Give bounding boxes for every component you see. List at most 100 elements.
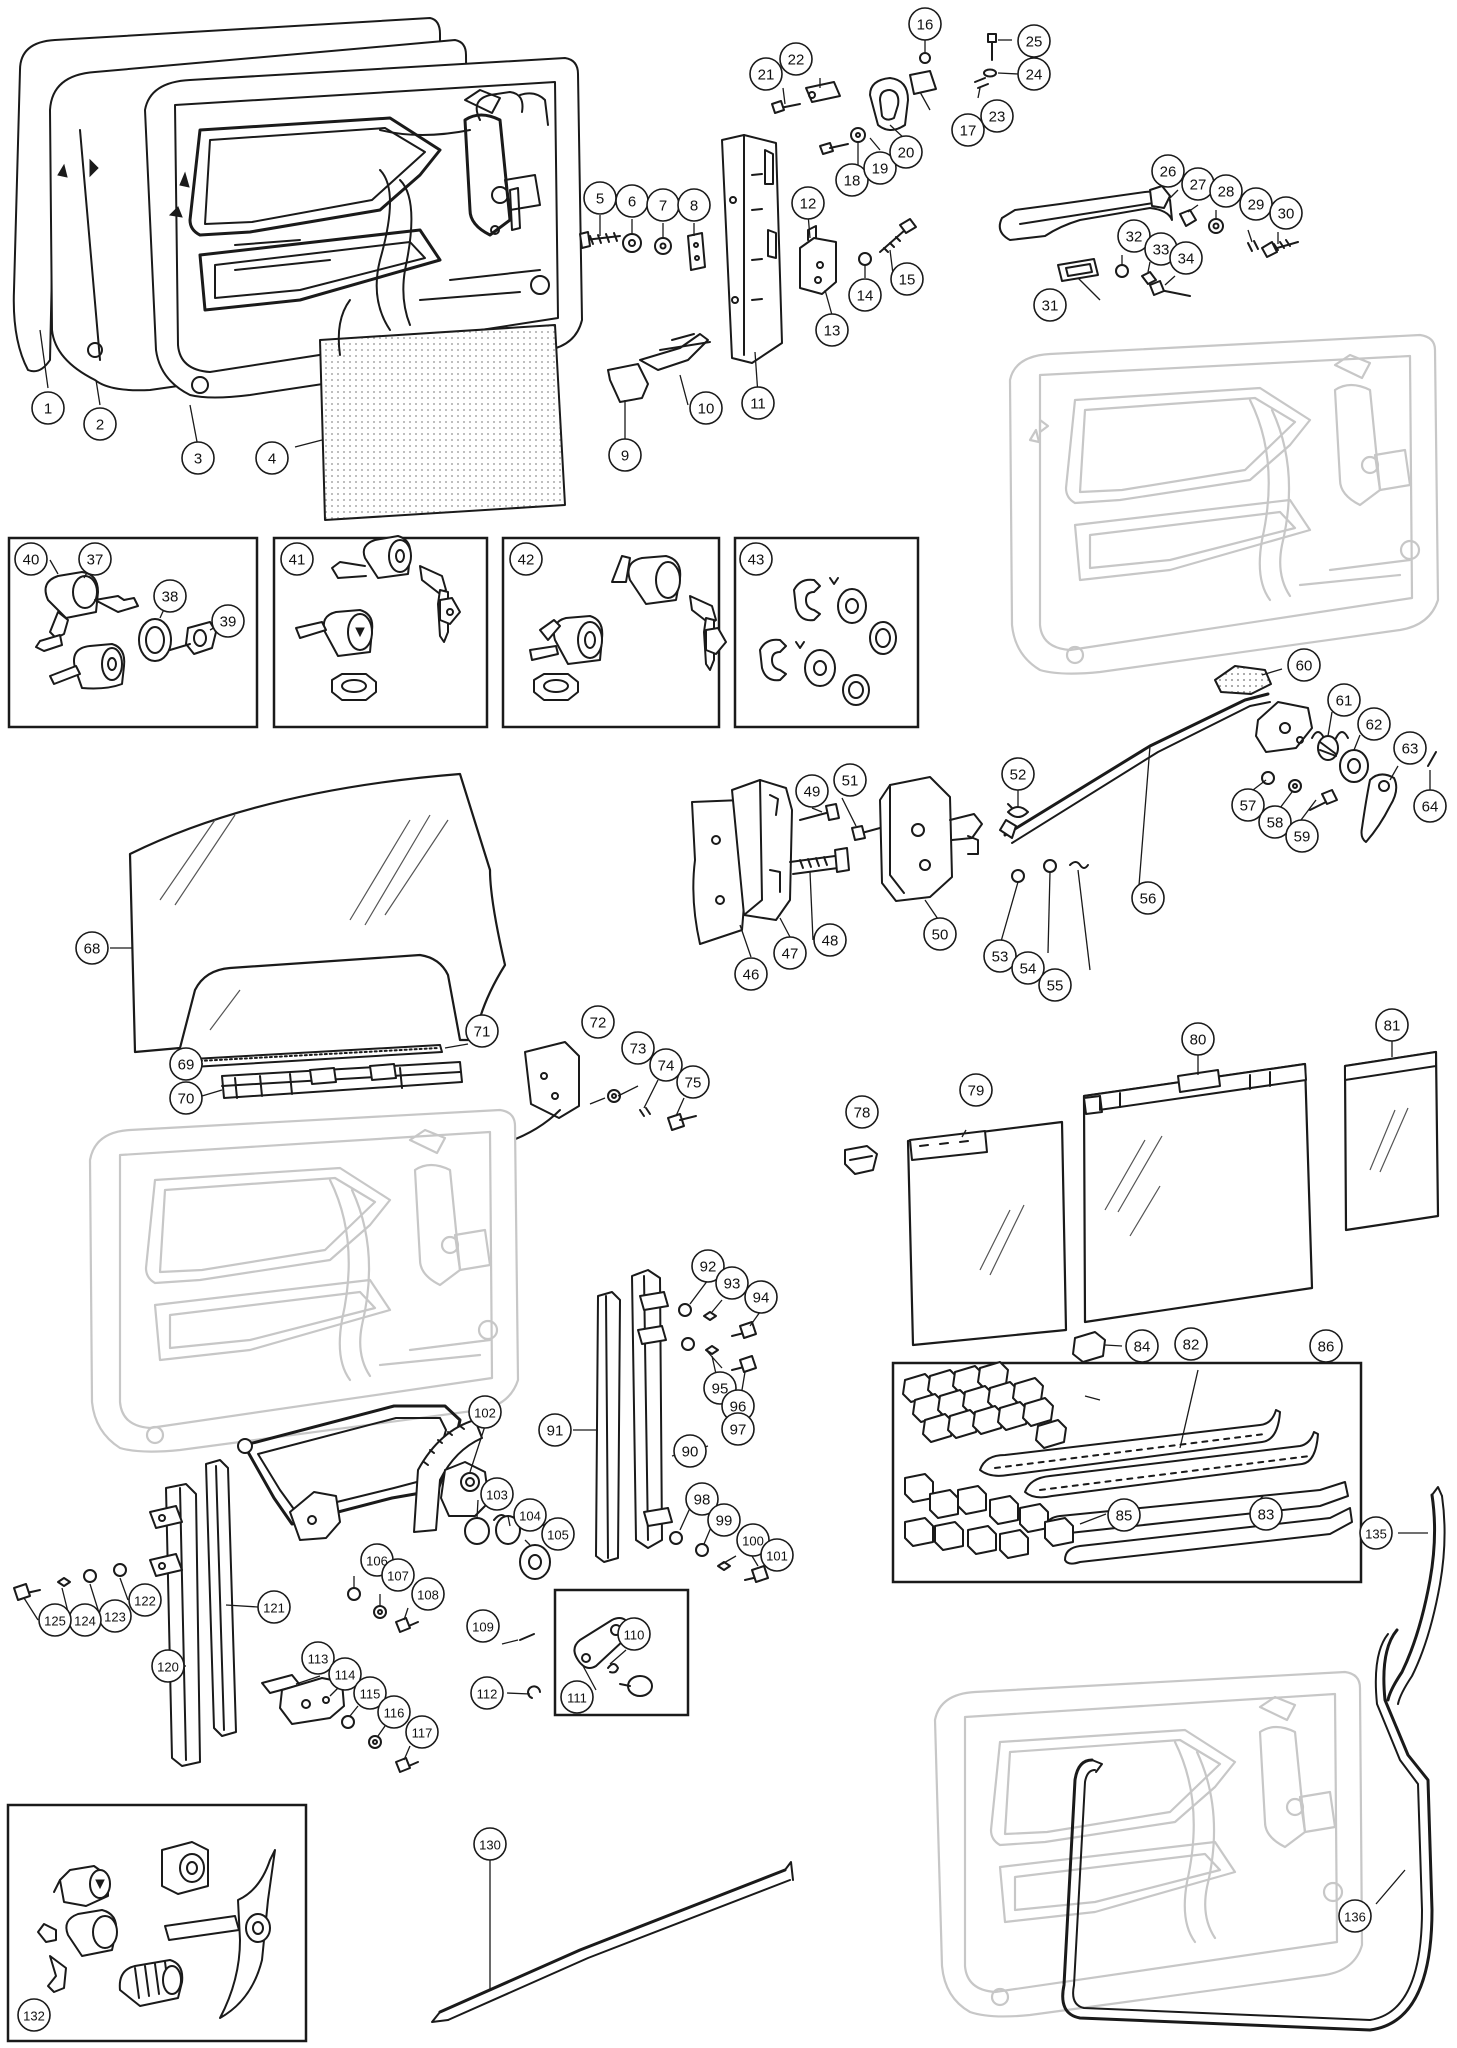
door-seals (1061, 1486, 1446, 2032)
callout-number: 51 (842, 773, 859, 790)
callout-number: 62 (1366, 717, 1383, 734)
callout-64: 64 (1413, 789, 1447, 823)
callout-23: 23 (980, 99, 1014, 133)
callout-79: 79 (959, 1073, 993, 1107)
callout-number: 96 (730, 1399, 747, 1416)
callout-number: 73 (630, 1041, 647, 1058)
callout-number: 53 (992, 949, 1009, 966)
callout-number: 3 (194, 451, 202, 468)
ghost-door-middle-left (88, 1108, 520, 1453)
callout-number: 39 (220, 614, 237, 631)
callout-number: 22 (788, 52, 805, 69)
callout-103: 103 (480, 1477, 514, 1511)
callout-57: 57 (1231, 788, 1265, 822)
callout-number: 75 (685, 1075, 702, 1092)
callout-number: 98 (694, 1492, 711, 1509)
callout-number: 2 (96, 417, 104, 434)
callout-number: 82 (1183, 1337, 1200, 1354)
callout-72: 72 (581, 1005, 615, 1039)
callout-number: 106 (366, 1554, 388, 1569)
callout-number: 50 (932, 927, 949, 944)
callout-number: 59 (1294, 829, 1311, 846)
callout-number: 43 (748, 552, 765, 569)
callout-5: 5 (583, 181, 617, 215)
glass-panels (844, 1050, 1440, 1347)
callout-22: 22 (779, 42, 813, 76)
callout-number: 85 (1116, 1508, 1133, 1525)
callout-number: 14 (857, 288, 874, 305)
callout-number: 69 (178, 1057, 195, 1074)
callout-121: 121 (257, 1590, 291, 1624)
callout-42: 42 (509, 542, 543, 576)
callout-114: 114 (328, 1657, 362, 1691)
callout-number: 27 (1190, 177, 1207, 194)
callout-number: 122 (134, 1594, 156, 1609)
callout-number: 56 (1140, 891, 1157, 908)
callout-120: 120 (151, 1649, 185, 1683)
callout-69: 69 (169, 1047, 203, 1081)
callout-68: 68 (75, 931, 109, 965)
callout-43: 43 (739, 542, 773, 576)
callout-number: 15 (899, 272, 916, 289)
callout-number: 4 (268, 451, 276, 468)
callout-number: 42 (518, 552, 535, 569)
callout-number: 8 (690, 198, 698, 215)
callout-2: 2 (83, 407, 117, 441)
callout-101: 101 (760, 1538, 794, 1572)
callout-number: 31 (1042, 298, 1059, 315)
window-regulator-parts (13, 1269, 794, 2023)
callout-number: 86 (1318, 1339, 1335, 1356)
ghost-door-bottom-right (933, 1670, 1364, 2018)
callout-92: 92 (691, 1249, 725, 1283)
callout-24: 24 (1017, 57, 1051, 91)
callout-number: 136 (1344, 1910, 1366, 1925)
callout-9: 9 (608, 438, 642, 472)
callout-109: 109 (466, 1609, 500, 1643)
callout-number: 95 (712, 1381, 729, 1398)
callout-112: 112 (470, 1676, 504, 1710)
callout-number: 60 (1296, 658, 1313, 675)
callout-26: 26 (1151, 154, 1185, 188)
callout-135: 135 (1359, 1516, 1393, 1550)
callout-3: 3 (181, 441, 215, 475)
callout-number: 91 (547, 1423, 564, 1440)
callout-number: 105 (547, 1528, 569, 1543)
callout-38: 38 (153, 579, 187, 613)
callout-number: 68 (84, 941, 101, 958)
callout-number: 32 (1126, 229, 1143, 246)
callout-99: 99 (707, 1503, 741, 1537)
callout-number: 61 (1336, 693, 1353, 710)
callout-75: 75 (676, 1065, 710, 1099)
callout-number: 7 (659, 198, 667, 215)
callout-number: 37 (87, 552, 104, 569)
callout-31: 31 (1033, 288, 1067, 322)
callout-number: 80 (1190, 1032, 1207, 1049)
remote-lock-parts (691, 665, 1437, 945)
callout-80: 80 (1181, 1022, 1215, 1056)
callout-number: 38 (162, 589, 179, 606)
callout-49: 49 (795, 774, 829, 808)
callout-number: 16 (917, 17, 934, 34)
callout-number: 135 (1365, 1527, 1387, 1542)
callout-number: 116 (384, 1706, 405, 1721)
callout-number: 64 (1422, 799, 1439, 816)
callout-number: 10 (698, 401, 715, 418)
callout-number: 28 (1218, 184, 1235, 201)
callout-113: 113 (301, 1641, 335, 1675)
callout-59: 59 (1285, 819, 1319, 853)
callout-number: 12 (800, 196, 817, 213)
callout-number: 33 (1153, 242, 1170, 259)
callout-number: 11 (750, 396, 766, 413)
callout-number: 78 (854, 1105, 871, 1122)
callout-125: 125 (38, 1603, 72, 1637)
callout-74: 74 (649, 1048, 683, 1082)
callout-number: 124 (74, 1614, 96, 1629)
callout-number: 110 (624, 1628, 645, 1643)
door-shell-group (12, 17, 583, 521)
callout-number: 123 (104, 1610, 126, 1625)
callout-51: 51 (833, 763, 867, 797)
callout-136: 136 (1338, 1899, 1372, 1933)
callout-29: 29 (1239, 187, 1273, 221)
callout-111: 111 (560, 1680, 594, 1714)
callout-105: 105 (541, 1517, 575, 1551)
